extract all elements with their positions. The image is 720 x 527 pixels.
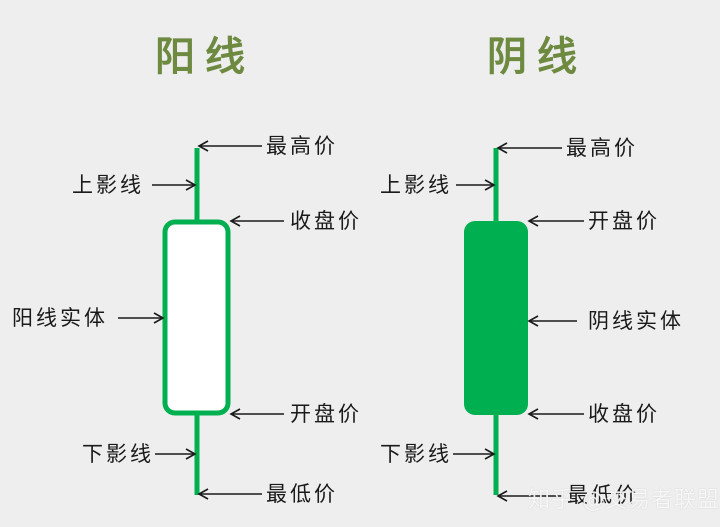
bullish-title: 阳线 bbox=[155, 33, 255, 80]
bearish-candle bbox=[464, 148, 528, 495]
bullish-arrows bbox=[118, 140, 284, 500]
bearish-label-lower-shadow: 下影线 bbox=[380, 442, 452, 466]
bearish-label-high: 最高价 bbox=[566, 136, 638, 160]
bullish-label-open: 开盘价 bbox=[290, 402, 362, 426]
bullish-candle bbox=[162, 148, 231, 495]
bullish-label-upper-shadow: 上影线 bbox=[72, 173, 144, 197]
bearish-label-low: 最低价 bbox=[567, 483, 639, 507]
bullish-body bbox=[162, 219, 231, 416]
bearish-label-close: 收盘价 bbox=[588, 402, 660, 426]
bullish-label-low: 最低价 bbox=[266, 482, 338, 506]
watermark: 知乎 @交易者联盟 bbox=[528, 488, 720, 513]
bearish-label-upper-shadow: 上影线 bbox=[380, 173, 452, 197]
bullish-label-high: 最高价 bbox=[266, 134, 338, 158]
bearish-arrows bbox=[453, 142, 584, 502]
bullish-label-body: 阳线实体 bbox=[12, 306, 108, 330]
bearish-label-open: 开盘价 bbox=[588, 209, 660, 233]
bullish-label-close: 收盘价 bbox=[290, 209, 362, 233]
bearish-label-body: 阴线实体 bbox=[588, 309, 684, 333]
bearish-body bbox=[464, 221, 528, 415]
bearish-title: 阴线 bbox=[487, 33, 587, 80]
bullish-label-lower-shadow: 下影线 bbox=[82, 442, 154, 466]
